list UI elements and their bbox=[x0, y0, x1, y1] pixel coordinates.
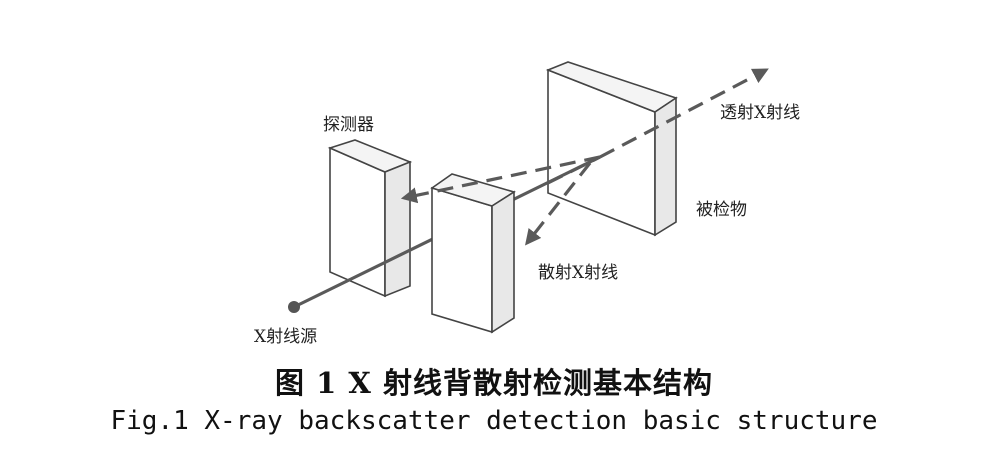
inspected-object bbox=[545, 61, 678, 237]
label-detector: 探测器 bbox=[323, 115, 374, 135]
scattered-beam bbox=[525, 162, 592, 246]
transmitted-beam bbox=[599, 68, 769, 159]
label-scattered: 散射X射线 bbox=[538, 263, 618, 283]
label-transmitted: 透射X射线 bbox=[720, 103, 800, 123]
backscatter-beam bbox=[400, 155, 601, 204]
secondary-slab bbox=[430, 173, 516, 334]
label-object: 被检物 bbox=[696, 200, 747, 220]
xray-source-dot bbox=[288, 301, 300, 313]
caption-english: Fig.1 X-ray backscatter detection basic … bbox=[110, 406, 878, 436]
label-source: X射线源 bbox=[254, 327, 317, 347]
incident-beam-inside bbox=[547, 155, 601, 185]
backscatter-diagram: 探测器 透射X射线 被检物 散射X射线 X射线源 bbox=[254, 61, 800, 347]
caption-chinese: 图 1 X 射线背散射检测基本结构 bbox=[275, 366, 713, 400]
detector-slab bbox=[327, 139, 413, 298]
